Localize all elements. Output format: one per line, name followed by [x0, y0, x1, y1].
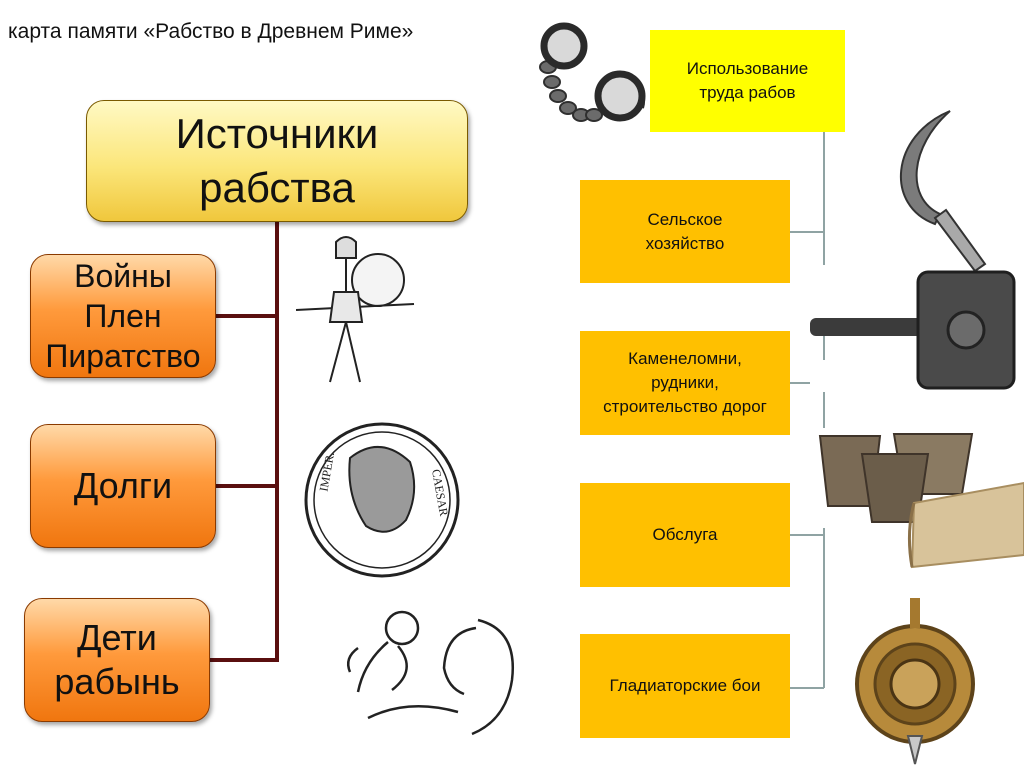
usage-quarries-box: Каменеломни, рудники, строительство доро…: [580, 331, 790, 435]
sickle-icon: [900, 110, 987, 273]
source-wars-label: Войны Плен Пиратство: [45, 258, 201, 374]
source-wars-box: Войны Плен Пиратство: [30, 254, 216, 378]
usage-connector: [790, 132, 825, 689]
usage-quarries-label: Каменеломни, рудники, строительство доро…: [603, 349, 767, 416]
scroll-icon: [907, 481, 1024, 569]
sources-heading: Источники рабства: [175, 110, 379, 211]
usage-heading-box: Использование труда рабов: [650, 30, 845, 132]
usage-service-box: Обслуга: [580, 483, 790, 587]
page-title: карта памяти «Рабство в Древнем Риме»: [8, 20, 414, 43]
source-children-box: Дети рабынь: [24, 598, 210, 722]
caesar-coin-icon: IMPER. CAESAR: [304, 422, 460, 578]
hammer-icon: [810, 270, 1016, 390]
usage-heading: Использование труда рабов: [686, 59, 809, 102]
usage-gladiator-label: Гладиаторские бои: [609, 676, 761, 695]
sources-heading-box: Источники рабства: [86, 100, 468, 222]
sources-connector: [210, 222, 279, 662]
shackles-icon: [539, 22, 646, 122]
source-children-label: Дети рабынь: [54, 617, 180, 702]
coin-left-text: IMPER.: [316, 451, 337, 493]
pottery-icon: [818, 433, 974, 523]
source-debts-box: Долги: [30, 424, 216, 548]
usage-service-label: Обслуга: [652, 525, 718, 544]
gladiator-shield-icon: [855, 598, 975, 765]
source-debts-label: Долги: [73, 465, 173, 506]
usage-gladiator-box: Гладиаторские бои: [580, 634, 790, 738]
usage-agriculture-label: Сельское хозяйство: [645, 209, 725, 253]
mother-child-icon: [347, 610, 514, 736]
usage-agriculture-box: Сельское хозяйство: [580, 180, 790, 283]
warrior-icon: [296, 236, 415, 383]
